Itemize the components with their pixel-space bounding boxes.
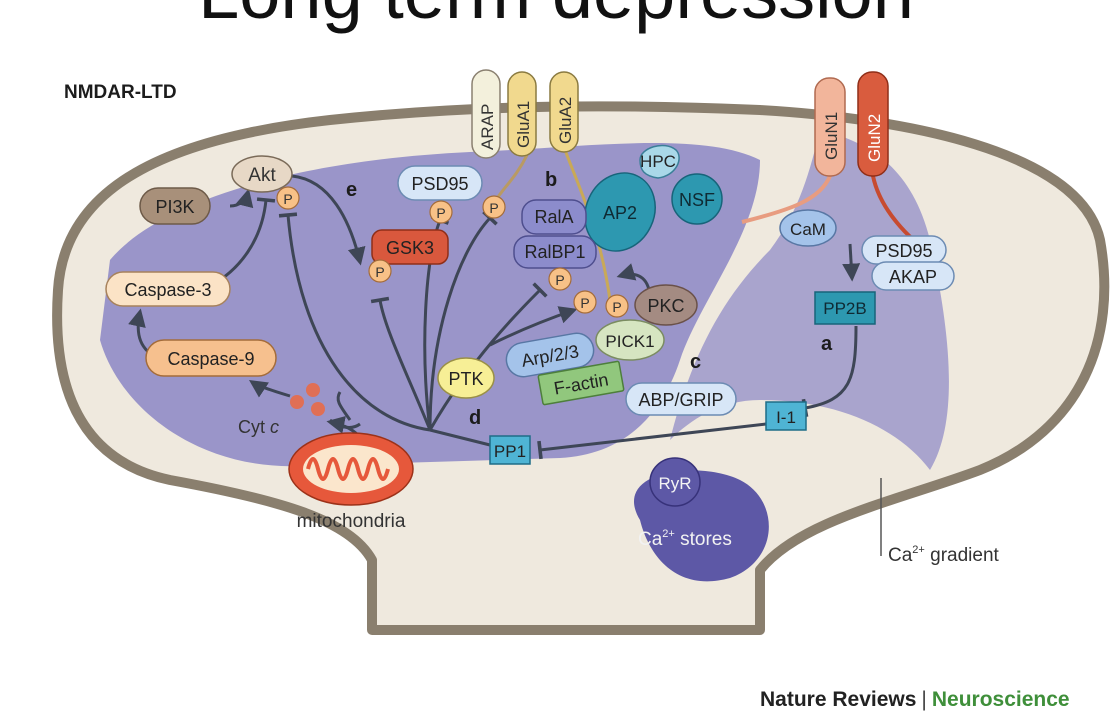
glun2-label: GluN2: [865, 114, 884, 162]
abp-grip-node: ABP/GRIP: [625, 382, 737, 416]
svg-text:AP2: AP2: [603, 203, 637, 223]
phospho-glua2-b: P: [605, 294, 629, 318]
svg-text:RalBP1: RalBP1: [524, 242, 585, 262]
ptk-node: PTK: [437, 357, 495, 399]
svg-text:PICK1: PICK1: [605, 332, 654, 351]
svg-text:PP2B: PP2B: [823, 299, 866, 318]
pick1-node: PICK1: [595, 319, 665, 361]
caspase-9-node: Caspase-9: [145, 339, 277, 377]
credit-separator: |: [921, 688, 927, 711]
svg-text:PTK: PTK: [448, 369, 483, 389]
svg-text:PP1: PP1: [494, 442, 526, 461]
svg-text:GSK3: GSK3: [386, 238, 434, 258]
svg-text:ABP/GRIP: ABP/GRIP: [638, 390, 723, 410]
svg-text:Cyt c: Cyt c: [238, 417, 279, 437]
svg-text:AKAP: AKAP: [889, 267, 937, 287]
svg-text:PSD95: PSD95: [411, 174, 468, 194]
cam-node: CaM: [779, 209, 837, 247]
pp2b-node: PP2B: [814, 291, 876, 325]
phospho-psd95: P: [429, 200, 453, 224]
svg-text:RyR: RyR: [658, 474, 691, 493]
rala-node: RalA: [521, 199, 587, 235]
section-letter-b: b: [545, 169, 557, 191]
phospho-glua2-a: P: [573, 290, 597, 314]
credit-publisher: Nature Reviews: [760, 688, 917, 711]
glun1-label: GluN1: [822, 112, 841, 160]
nmda-receptors: GluN1 GluN2: [741, 71, 932, 254]
phospho-gsk3: P: [368, 259, 392, 283]
svg-text:Akt: Akt: [248, 165, 276, 186]
svg-text:P: P: [489, 200, 498, 216]
svg-text:P: P: [283, 191, 292, 207]
panel-label: NMDAR-LTD: [64, 82, 177, 103]
section-letter-e: e: [346, 179, 357, 201]
section-letter-d: d: [469, 407, 481, 429]
svg-text:RalA: RalA: [534, 207, 573, 227]
svg-text:PI3K: PI3K: [155, 197, 194, 217]
cyt-c-label: c: [270, 417, 279, 437]
svg-text:P: P: [436, 205, 445, 221]
svg-text:CaM: CaM: [790, 220, 826, 239]
nsf-node: NSF: [671, 173, 723, 225]
credit-journal: Neuroscience: [931, 688, 1070, 711]
pp1-node: PP1: [489, 435, 531, 465]
purple-region-right: [670, 130, 949, 470]
mitochondria-node: mitochondria: [288, 432, 414, 532]
svg-text:P: P: [612, 299, 621, 315]
svg-text:PSD95: PSD95: [875, 241, 932, 261]
psd95-right-node: PSD95: [861, 235, 947, 265]
phospho-akt: P: [276, 186, 300, 210]
ap2-node: AP2: [584, 172, 656, 252]
section-letter-c: c: [690, 351, 701, 373]
psd95-left-node: PSD95: [397, 165, 483, 201]
i1-node: I-1: [765, 401, 807, 431]
caspase-3-node: Caspase-3: [105, 271, 231, 307]
svg-text:HPC: HPC: [640, 152, 676, 171]
arp-node: Arp/2/3: [505, 332, 595, 378]
slide-title: Long term depression: [0, 0, 1112, 30]
glua2-label: GluA2: [556, 97, 575, 144]
ca-gradient-label: Ca2+ gradient: [888, 544, 1000, 566]
svg-text:I-1: I-1: [776, 408, 796, 427]
svg-text:P: P: [555, 272, 564, 288]
ryr-node: RyR: [649, 457, 701, 507]
mitochondria-label: mitochondria: [297, 511, 406, 532]
figure-credit: Nature Reviews|Neuroscience: [760, 688, 1070, 712]
svg-text:Caspase-3: Caspase-3: [124, 280, 211, 300]
svg-text:P: P: [375, 264, 384, 280]
akt-node: Akt: [231, 155, 293, 193]
gsk3-node: GSK3: [371, 229, 449, 265]
cyt-label: Cyt: [238, 417, 265, 437]
svg-text:PKC: PKC: [647, 296, 684, 316]
factin-node: F-actin: [537, 360, 625, 406]
svg-text:P: P: [580, 295, 589, 311]
svg-text:NSF: NSF: [679, 190, 715, 210]
hpc-node: HPC: [639, 144, 680, 179]
arap-label: ARAP: [478, 104, 497, 150]
ralbp1-node: RalBP1: [513, 235, 597, 269]
section-letter-a: a: [821, 333, 833, 355]
akap-node: AKAP: [871, 261, 955, 291]
phospho-ralbp1: P: [548, 267, 572, 291]
cytochrome-c: Cyt c: [238, 383, 325, 437]
svg-text:Caspase-9: Caspase-9: [167, 349, 254, 369]
glua1-label: GluA1: [514, 101, 533, 148]
pi3k-node: PI3K: [139, 187, 211, 225]
phospho-glua1: P: [482, 195, 506, 219]
pkc-node: PKC: [634, 284, 698, 326]
svg-text:Ca2+ stores: Ca2+ stores: [638, 528, 732, 550]
